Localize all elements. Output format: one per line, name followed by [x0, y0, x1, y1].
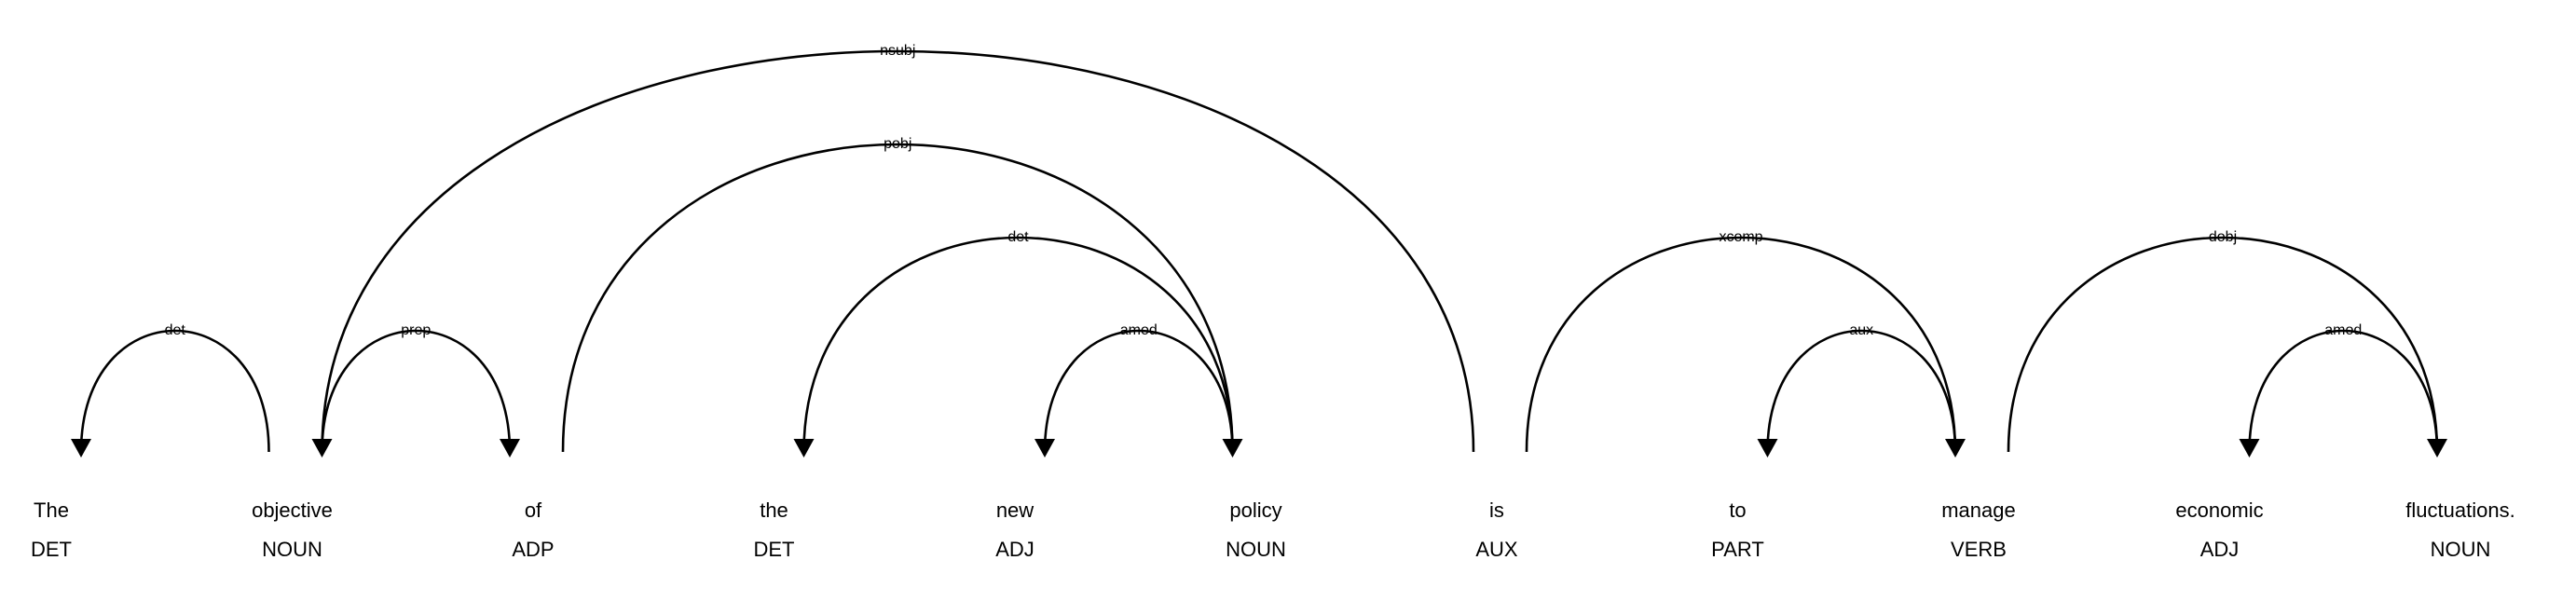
token-word: objective — [252, 499, 333, 522]
arc-curve — [1525, 236, 1957, 453]
token-word: the — [760, 499, 788, 522]
arc-curve — [79, 329, 270, 453]
dependency-arc: nsubj — [311, 43, 1475, 458]
arc-curve — [1043, 329, 1234, 453]
token-pos-tag: NOUN — [2431, 538, 2491, 561]
dependency-arc: dobj — [2007, 229, 2447, 458]
arrowhead-icon — [1757, 439, 1778, 458]
token-word: manage — [1941, 499, 2016, 522]
arrowhead-icon — [1945, 439, 1966, 458]
arc-curve — [2007, 236, 2439, 453]
token-word: policy — [1229, 499, 1281, 522]
token-pos-tag: DET — [754, 538, 795, 561]
arc-curve — [321, 329, 512, 453]
arc-curve — [321, 49, 1475, 453]
dependency-arc: prep — [321, 322, 520, 458]
token-pos-tag: NOUN — [262, 538, 322, 561]
token-pos-tag: VERB — [1951, 538, 2007, 561]
dependency-arc: amod — [1035, 322, 1234, 458]
arrowhead-icon — [311, 439, 333, 458]
arc-label: pobj — [884, 136, 911, 152]
arrowhead-icon — [1222, 439, 1243, 458]
token-word: economic — [2175, 499, 2263, 522]
token-word: is — [1489, 499, 1504, 522]
arrowhead-icon — [71, 439, 91, 458]
dependency-arc: xcomp — [1525, 229, 1966, 458]
arc-label: amod — [1120, 322, 1158, 338]
arcs-layer: det prep det amod pobj nsubj aux xcomp amod dobj — [71, 43, 2447, 458]
arrowhead-icon — [2239, 439, 2260, 458]
token-pos-tag: NOUN — [1226, 538, 1286, 561]
token-pos-tag: DET — [31, 538, 72, 561]
arc-label: dobj — [2209, 229, 2237, 245]
arrowhead-icon — [500, 439, 520, 458]
arc-curve — [561, 143, 1234, 453]
token-word: of — [525, 499, 542, 522]
arrowhead-icon — [1035, 439, 1055, 458]
arrowhead-icon — [2427, 439, 2447, 458]
arrowhead-icon — [793, 439, 815, 458]
token-word: fluctuations. — [2405, 499, 2514, 522]
arc-label: nsubj — [880, 43, 915, 59]
token-pos-tag: AUX — [1475, 538, 1518, 561]
dependency-arc: amod — [2239, 322, 2439, 458]
arc-label: det — [1007, 229, 1029, 245]
arc-curve — [802, 236, 1234, 453]
arc-label: aux — [1849, 322, 1873, 338]
arc-label: prep — [401, 322, 431, 338]
token-word: to — [1729, 499, 1746, 522]
token-pos-tag: ADP — [512, 538, 554, 561]
dependency-arc: det — [793, 229, 1234, 458]
token-pos-tag: ADJ — [2200, 538, 2240, 561]
token-word: new — [996, 499, 1034, 522]
arc-curve — [1766, 329, 1957, 453]
token-pos-tag: PART — [1711, 538, 1764, 561]
arc-label: amod — [2324, 322, 2362, 338]
dependency-arc: pobj — [561, 136, 1243, 458]
token-pos-tag: ADJ — [995, 538, 1035, 561]
arc-label: det — [165, 322, 186, 338]
arc-label: xcomp — [1719, 229, 1762, 245]
dependency-arc: det — [71, 322, 270, 458]
arc-curve — [2248, 329, 2439, 453]
dependency-arc: aux — [1757, 322, 1957, 458]
token-word: The — [34, 499, 69, 522]
